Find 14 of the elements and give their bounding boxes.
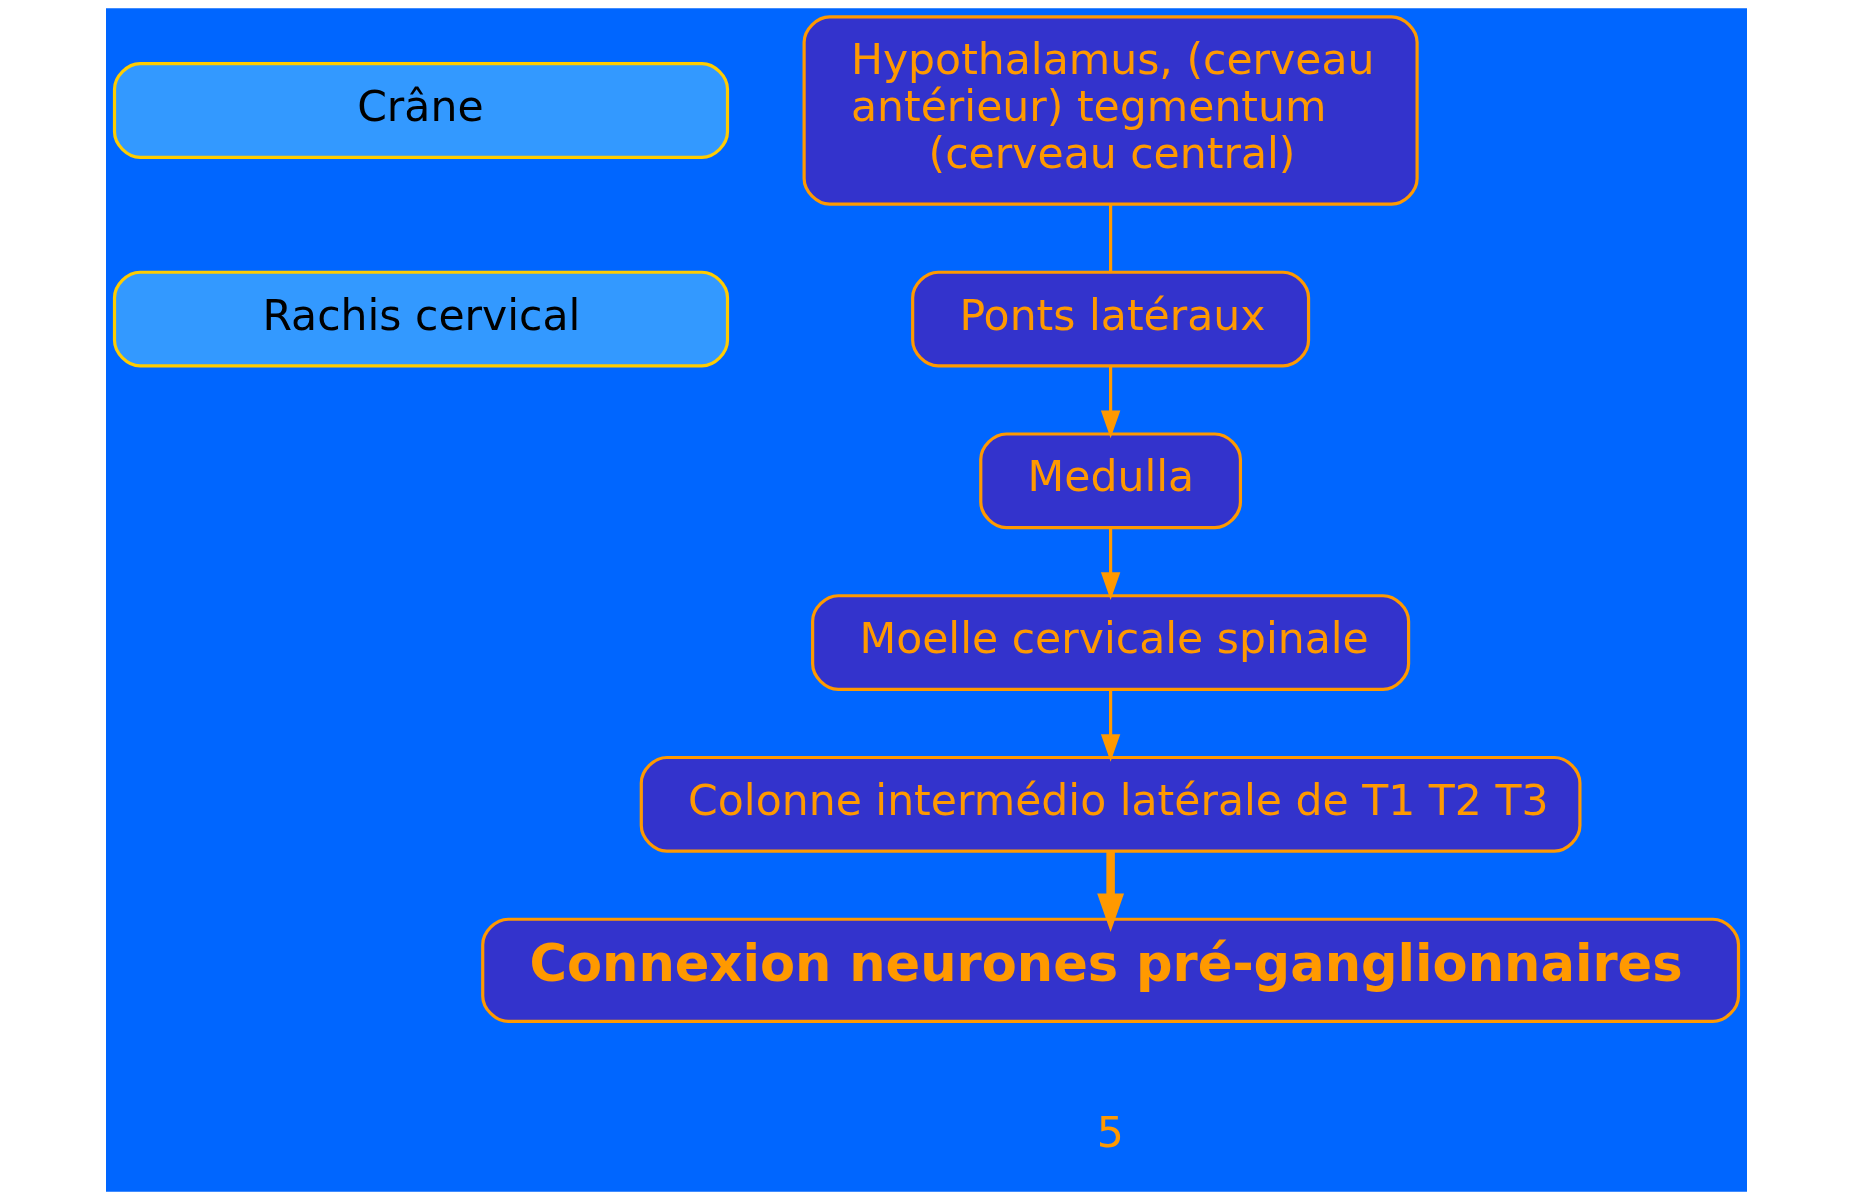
arrow [1100,528,1120,601]
arrow [1096,851,1124,932]
arrow [1100,366,1120,439]
node-box: Crâne [112,62,729,159]
arrow [1100,690,1120,762]
node-box: Hypothalamus, (cerveau antérieur) tegmentum (cerveau central) [802,15,1419,206]
node-box: Connexion neurones pré-ganglionnaires [480,917,1740,1023]
node-box: Rachis cervical [112,270,729,368]
node-box: Moelle cervicale spinale [810,594,1410,691]
label: 5 [1096,1107,1124,1157]
node-box: Ponts latéraux [910,270,1310,368]
node-box: Colonne intermédio latérale de T1 T2 T3 [639,755,1581,853]
node-box: Medulla [978,432,1242,530]
connector [1108,204,1112,272]
